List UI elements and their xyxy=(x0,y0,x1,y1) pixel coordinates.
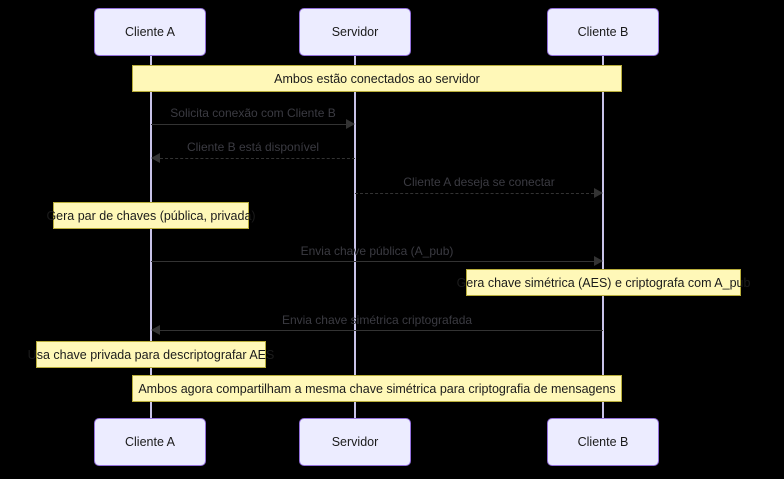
actor-box-clienteA-top[interactable]: Cliente A xyxy=(94,8,206,56)
actor-label-clienteB-top: Cliente B xyxy=(577,25,629,39)
arrow-head-icon-solicita-conexao xyxy=(346,119,355,129)
note-text: Ambos estão conectados ao servidor xyxy=(274,71,480,86)
note-usa-chave-privada: Usa chave privada para descriptografar A… xyxy=(28,341,274,368)
message-line-cliente-a-deseja xyxy=(355,193,594,194)
note-gera-chave-simetrica: Gera chave simétrica (AES) e criptografa… xyxy=(457,269,750,296)
note-text: Gera chave simétrica (AES) e criptografa… xyxy=(456,275,751,290)
message-line-envia-chave-simetrica xyxy=(160,330,603,331)
message-label-cliente-a-deseja: Cliente A deseja se conectar xyxy=(403,175,554,189)
note-ambos-conectados: Ambos estão conectados ao servidor xyxy=(132,65,622,92)
message-text: Envia chave pública (A_pub) xyxy=(300,244,454,258)
arrow-head-icon-envia-chave-simetrica xyxy=(151,325,160,335)
actor-box-servidor-top[interactable]: Servidor xyxy=(299,8,411,56)
note-text: Ambos agora compartilham a mesma chave s… xyxy=(138,381,616,396)
message-label-cliente-b-disponivel: Cliente B está disponível xyxy=(187,140,319,154)
actor-box-clienteB-bottom[interactable]: Cliente B xyxy=(547,418,659,466)
message-text: Cliente B está disponível xyxy=(186,140,320,154)
actor-label-clienteA-top: Cliente A xyxy=(124,25,176,39)
message-label-solicita-conexao: Solicita conexão com Cliente B xyxy=(170,106,335,120)
message-text: Cliente A deseja se conectar xyxy=(403,175,555,189)
actor-box-clienteB-top[interactable]: Cliente B xyxy=(547,8,659,56)
message-text: Solicita conexão com Cliente B xyxy=(170,106,336,120)
message-label-envia-chave-simetrica: Envia chave simétrica criptografada xyxy=(282,313,472,327)
lifeline-servidor xyxy=(354,56,356,418)
message-line-envia-chave-publica xyxy=(151,261,594,262)
actor-label-servidor-bottom: Servidor xyxy=(331,435,379,449)
actor-label-servidor-top: Servidor xyxy=(331,25,379,39)
note-text: Usa chave privada para descriptografar A… xyxy=(27,347,275,362)
note-gera-par-de-chaves: Gera par de chaves (pública, privada) xyxy=(46,202,256,229)
arrow-head-icon-envia-chave-publica xyxy=(594,256,603,266)
message-line-solicita-conexao xyxy=(151,124,346,125)
message-line-cliente-b-disponivel xyxy=(160,158,355,159)
actor-box-clienteA-bottom[interactable]: Cliente A xyxy=(94,418,206,466)
actor-box-servidor-bottom[interactable]: Servidor xyxy=(299,418,411,466)
actor-label-clienteA-bottom: Cliente A xyxy=(124,435,176,449)
message-text: Envia chave simétrica criptografada xyxy=(281,313,473,327)
lifeline-clienteB xyxy=(602,56,604,418)
actor-label-clienteB-bottom: Cliente B xyxy=(577,435,629,449)
note-text: Gera par de chaves (pública, privada) xyxy=(46,208,256,223)
lifeline-clienteA xyxy=(150,56,152,418)
arrow-head-icon-cliente-b-disponivel xyxy=(151,153,160,163)
arrow-head-icon-cliente-a-deseja xyxy=(594,188,603,198)
message-label-envia-chave-publica: Envia chave pública (A_pub) xyxy=(301,244,454,258)
note-ambos-compartilham: Ambos agora compartilham a mesma chave s… xyxy=(132,375,622,402)
